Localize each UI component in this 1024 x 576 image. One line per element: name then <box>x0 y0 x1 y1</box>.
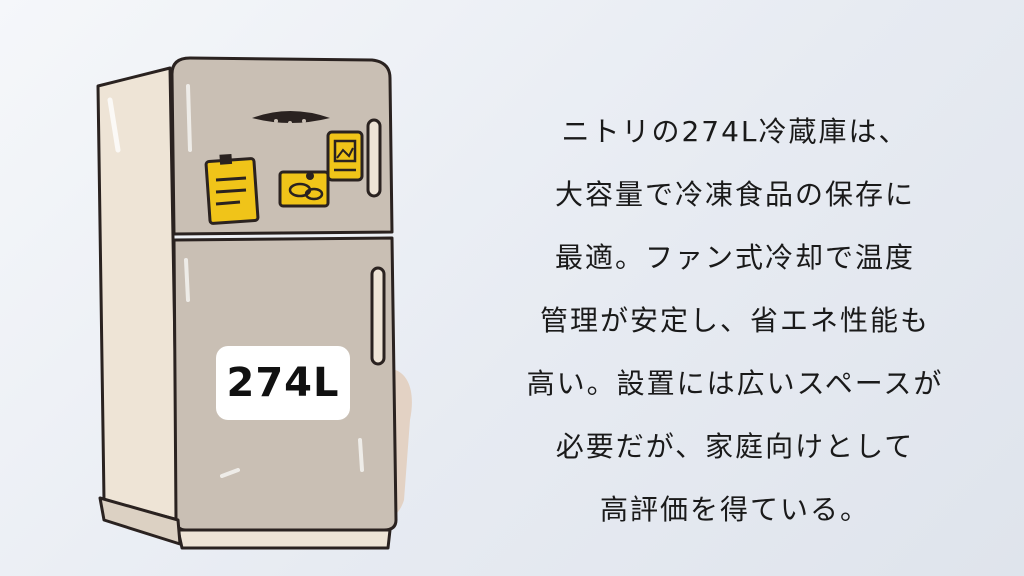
description-text: ニトリの274L冷蔵庫は、 大容量で冷凍食品の保存に 最適。ファン式冷却で温度 … <box>500 100 970 541</box>
top-handle <box>252 111 330 123</box>
bottom-side-handle <box>370 266 386 366</box>
capacity-label: 274L <box>216 346 350 420</box>
fridge-side-panel <box>96 66 180 522</box>
description-line: ニトリの274L冷蔵庫は、 <box>561 115 909 148</box>
fridge-illustration: 274L <box>96 56 412 550</box>
note-magnet-icon <box>204 153 260 225</box>
description-line: 最適。ファン式冷却で温度 <box>554 241 915 274</box>
description-line: 管理が安定し、省エネ性能も <box>539 304 930 337</box>
description-line: 高評価を得ている。 <box>599 493 870 526</box>
description-line: 必要だが、家庭向けとして <box>555 430 915 463</box>
top-side-handle <box>366 118 382 198</box>
badge-magnet-icon <box>326 130 364 182</box>
fridge-base <box>176 528 392 550</box>
photo-magnet-icon <box>278 170 330 208</box>
description-line: 大容量で冷凍食品の保存に <box>554 178 915 211</box>
description-line: 高い。設置には広いスペースが <box>526 367 944 400</box>
refrigerator-icon <box>96 56 412 550</box>
